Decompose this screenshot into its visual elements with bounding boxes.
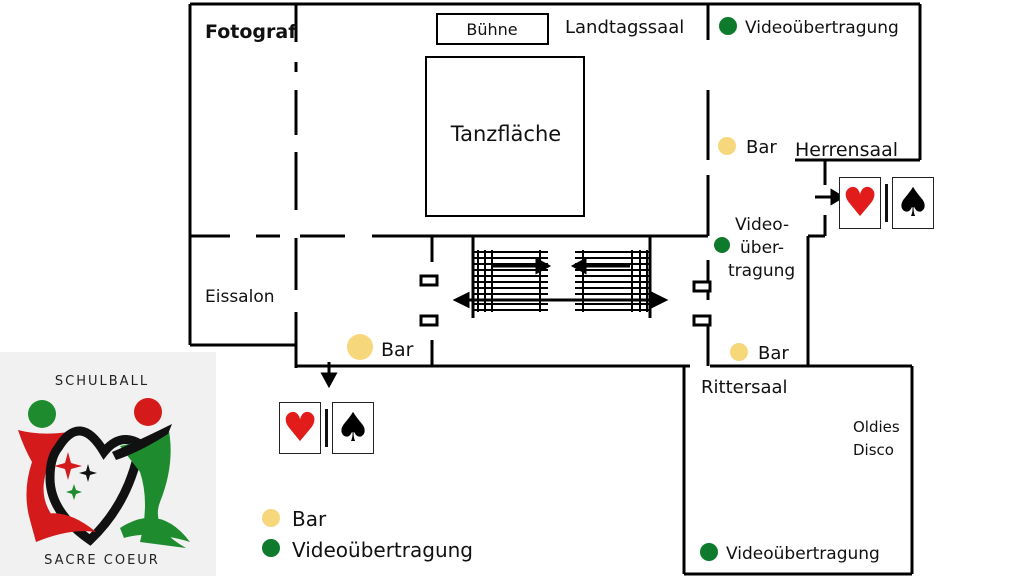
video-label-mid-3: tragung xyxy=(728,261,795,281)
school-logo: SCHULBALL SACRE COEUR xyxy=(18,374,190,568)
entrance-arrow-right xyxy=(815,188,845,206)
room-label-herrensaal: Herrensaal xyxy=(795,139,898,161)
spade-icon: ♠ xyxy=(332,402,374,454)
logo-dancer-left xyxy=(18,430,70,532)
logo-star-red xyxy=(54,452,82,480)
logo-dancer-right-arm xyxy=(112,424,172,460)
logo-skirt-red xyxy=(30,513,96,542)
legend-video-dot xyxy=(262,539,280,557)
video-label-top: Videoübertragung xyxy=(745,18,899,38)
room-label-buehne: Bühne xyxy=(466,20,517,39)
logo-top-text: SCHULBALL xyxy=(55,374,149,389)
spade-icon: ♠ xyxy=(892,177,934,229)
stage-box xyxy=(436,13,549,45)
video-marker-mid xyxy=(714,237,730,253)
heart-icon: ♥ xyxy=(279,402,321,454)
dance-floor-box xyxy=(425,56,585,217)
room-label-tanzflaeche: Tanzfläche xyxy=(450,122,561,146)
legend-bar-dot xyxy=(262,509,280,527)
bar-label-right: Bar xyxy=(758,343,789,364)
room-label-oldies: Oldies xyxy=(853,418,900,436)
logo-star-black xyxy=(79,464,97,482)
bar-marker-right xyxy=(730,343,748,361)
bar-label-top: Bar xyxy=(746,137,777,158)
logo-dancer-right xyxy=(120,426,186,548)
entrance-arrow-bottom xyxy=(320,362,338,389)
bar-marker-left xyxy=(347,334,373,360)
video-marker-top xyxy=(719,17,737,35)
door-markers xyxy=(419,274,712,327)
heart-icon: ♥ xyxy=(839,177,881,229)
stair-arrows xyxy=(452,257,669,309)
room-label-rittersaal: Rittersaal xyxy=(701,377,788,398)
walls xyxy=(188,2,922,576)
logo-bottom-text: SACRE COEUR xyxy=(44,553,160,568)
entrance-cards-right: ♥ ♠ xyxy=(839,177,934,229)
card-divider xyxy=(885,184,888,222)
entrance-cards-bottom: ♥ ♠ xyxy=(279,402,374,454)
room-label-eissalon: Eissalon xyxy=(205,287,275,307)
logo-dancer-head-green xyxy=(28,400,56,428)
card-divider xyxy=(325,409,328,447)
logo-dancer-head-red xyxy=(134,398,162,426)
room-label-fotograf: Fotograf xyxy=(205,21,297,43)
bar-marker-top xyxy=(718,137,736,155)
logo-panel: SCHULBALL SACRE COEUR xyxy=(0,352,216,576)
room-label-landtagssaal: Landtagssaal xyxy=(565,17,684,38)
logo-skirt-green xyxy=(120,517,190,542)
bar-label-left: Bar xyxy=(381,339,414,361)
legend-video-label: Videoübertragung xyxy=(292,538,473,562)
room-label-disco: Disco xyxy=(853,441,894,459)
legend-bar-label: Bar xyxy=(292,507,327,531)
video-label-bottom: Videoübertragung xyxy=(726,544,880,564)
video-marker-bottom xyxy=(700,543,718,561)
staircase xyxy=(473,250,650,312)
video-label-mid-1: Video- xyxy=(735,215,789,235)
logo-star-green xyxy=(66,484,82,500)
video-label-mid-2: über- xyxy=(740,238,784,258)
logo-heart-swoosh xyxy=(45,426,145,546)
